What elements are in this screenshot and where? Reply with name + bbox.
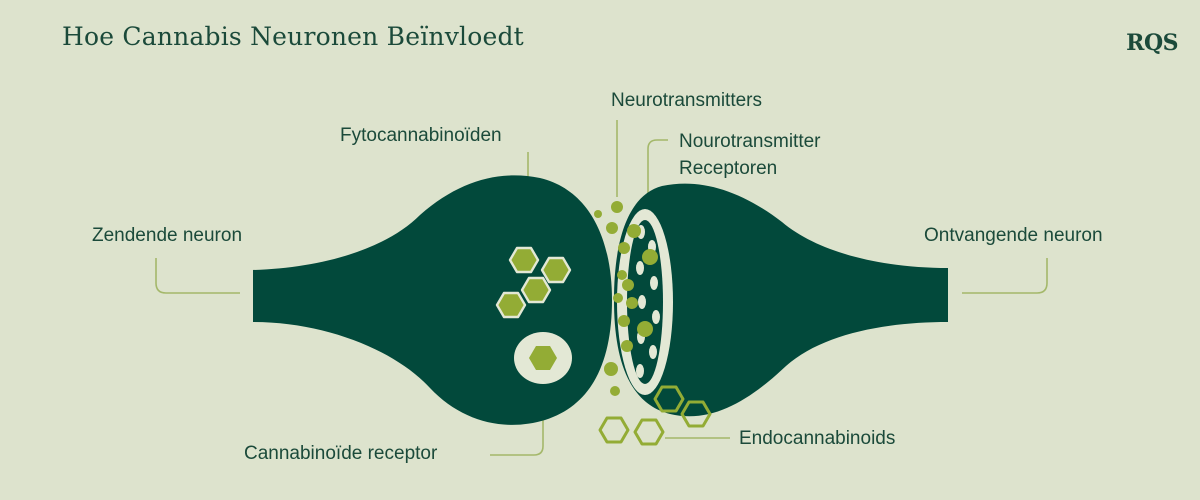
endocannabinoid-hexagon <box>633 418 665 446</box>
neurotransmitter-dot <box>606 222 618 234</box>
endocannabinoid-molecules <box>598 385 712 446</box>
receptor-slot <box>650 276 658 290</box>
label-zendende-neuron: Zendende neuron <box>92 225 243 246</box>
endocannabinoid-hexagon <box>598 416 630 444</box>
label-receptoren: Nourotransmitter Receptoren <box>679 128 821 182</box>
leader-line-cannabinoide-receptor <box>490 378 544 456</box>
neurotransmitter-dot <box>613 293 623 303</box>
neurotransmitter-dot <box>618 315 630 327</box>
neurotransmitter-dot <box>610 386 620 396</box>
neurotransmitter-dot <box>618 242 630 254</box>
label-ontvangende-neuron: Ontvangende neuron <box>924 225 1103 246</box>
sending-neuron <box>253 175 612 425</box>
neurotransmitter-dot <box>642 249 658 265</box>
fytocannabinoid-hexagon <box>508 246 540 274</box>
neurotransmitter-dot <box>611 201 623 213</box>
neurotransmitter-dots <box>594 201 658 396</box>
fytocannabinoid-hexagon <box>495 291 527 319</box>
neurotransmitter-dot <box>621 340 633 352</box>
receptor-slot <box>636 261 644 275</box>
label-receptoren-line2: Receptoren <box>679 158 778 179</box>
neurotransmitter-dot <box>604 362 618 376</box>
neurotransmitter-dot <box>622 279 634 291</box>
label-neurotransmitters: Neurotransmitters <box>611 90 762 111</box>
page-title: Hoe Cannabis Neuronen Beïnvloedt <box>62 22 524 51</box>
endocannabinoid-hexagon <box>680 400 712 428</box>
receptor-slot <box>649 345 657 359</box>
fytocannabinoid-molecules <box>495 246 572 319</box>
label-cannabinoide-receptor: Cannabinoïde receptor <box>244 443 438 464</box>
leader-line-receptoren <box>647 139 668 213</box>
label-receptoren-line1: Nourotransmitter <box>679 131 821 152</box>
receptor-bound-hexagon <box>529 346 557 370</box>
neurotransmitter-dot <box>594 210 602 218</box>
label-fytocannabinoiden: Fytocannabinoïden <box>340 125 502 146</box>
neurotransmitter-dot <box>627 224 641 238</box>
leader-line-zendende-neuron <box>155 258 240 294</box>
receptor-slot <box>636 364 644 378</box>
receptor-slot <box>652 310 660 324</box>
fytocannabinoid-hexagon <box>520 276 552 304</box>
endocannabinoid-hexagon <box>653 385 685 413</box>
receptor-slot <box>638 295 646 309</box>
neurotransmitter-receptor-slots <box>636 225 660 378</box>
neurotransmitter-dot <box>637 321 653 337</box>
neurotransmitter-dot <box>626 297 638 309</box>
neurotransmitter-dot <box>617 270 627 280</box>
label-endocannabinoids: Endocannabinoids <box>739 428 896 449</box>
receiving-neuron <box>614 183 948 417</box>
fytocannabinoid-hexagon <box>540 256 572 284</box>
rqs-logo: RQS <box>1126 30 1178 56</box>
leader-line-ontvangende-neuron <box>962 258 1048 294</box>
